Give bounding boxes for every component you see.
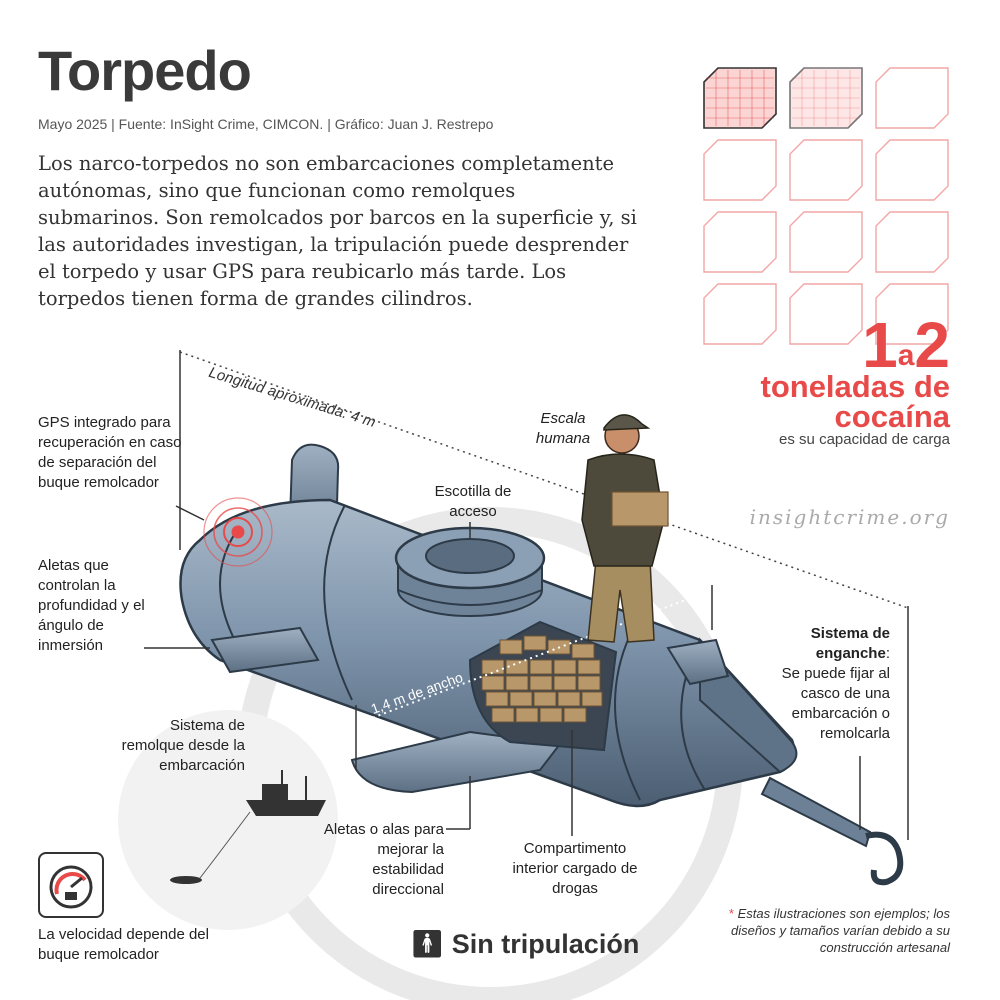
human-bricks bbox=[611, 491, 669, 527]
hatch-label: Escotilla de acceso bbox=[434, 483, 512, 520]
no-crew-text: Sin tripulación bbox=[451, 929, 640, 959]
page-title: Torpedo bbox=[38, 39, 252, 102]
intro-paragraph: Los narco-torpedos no son embarcaciones … bbox=[38, 152, 637, 310]
capacity-cube bbox=[789, 211, 863, 273]
capacity-cube bbox=[703, 211, 777, 273]
length-line bbox=[179, 351, 909, 609]
capacity-from: 1 bbox=[862, 309, 898, 381]
wings-label: Aletas o alas para mejorar la estabilida… bbox=[323, 821, 444, 898]
human-legs bbox=[587, 559, 655, 643]
scale-label: Escala humana bbox=[535, 410, 591, 447]
footnote-star: * bbox=[728, 906, 734, 921]
hitch-label: Sistema de enganche: Se puede fijar al c… bbox=[781, 625, 890, 742]
cargo-bricks bbox=[481, 635, 603, 723]
capacity-cube bbox=[875, 283, 949, 345]
capacity-a: a bbox=[897, 339, 915, 372]
tow-label: Sistema de remolque desde la embarcación bbox=[121, 717, 245, 774]
source-line: Mayo 2025 | Fuente: InSight Crime, CIMCO… bbox=[38, 116, 494, 132]
tow-rod bbox=[760, 776, 872, 848]
footnote: * Estas ilustraciones son ejemplos; los … bbox=[690, 905, 950, 956]
capacity-cube bbox=[703, 283, 777, 345]
compartment-label: Compartimento interior cargado de drogas bbox=[512, 840, 638, 897]
capacity-cube bbox=[703, 139, 777, 201]
inset-circle bbox=[118, 710, 338, 930]
capacity-cube-grid bbox=[703, 67, 949, 345]
speedometer-icon bbox=[38, 852, 104, 918]
footnote-text: Estas ilustraciones son ejemplos; los di… bbox=[731, 906, 950, 955]
person-icon: 🚹︎ bbox=[410, 929, 445, 959]
capacity-cube bbox=[789, 139, 863, 201]
right-fin bbox=[666, 638, 730, 686]
hatch-opening bbox=[425, 538, 515, 574]
hull-ring-1 bbox=[219, 525, 241, 651]
speed-label: La velocidad depende del buque remolcado… bbox=[38, 926, 209, 963]
capacity-cube bbox=[789, 67, 863, 129]
fins-label: Aletas que controlan la profundidad y el… bbox=[38, 557, 145, 654]
hull-ring-2 bbox=[323, 504, 353, 701]
capacity-cube bbox=[875, 211, 949, 273]
hitch-body: Se puede fijar al casco de una embarcaci… bbox=[781, 665, 890, 742]
capacity-desc: es su capacidad de carga bbox=[779, 431, 950, 448]
no-crew-label: 🚹︎ Sin tripulación bbox=[410, 928, 639, 960]
leader-gps bbox=[175, 505, 205, 521]
gps-signal-icon bbox=[203, 497, 273, 567]
capacity-cube bbox=[875, 139, 949, 201]
capacity-range: 1a2 bbox=[862, 310, 950, 391]
capacity-to: 2 bbox=[914, 309, 950, 381]
watermark: insightcrime.org bbox=[749, 505, 950, 529]
capacity-cube bbox=[789, 283, 863, 345]
capacity-unit: toneladas de cocaína bbox=[760, 369, 951, 434]
hitch-hook bbox=[865, 831, 904, 886]
gps-label: GPS integrado para recuperación en caso … bbox=[38, 414, 182, 491]
side-fin bbox=[210, 626, 320, 674]
tow-boat bbox=[170, 770, 326, 884]
human-cap bbox=[603, 414, 651, 431]
capacity-cube bbox=[875, 67, 949, 129]
human-scale-figure bbox=[581, 414, 669, 643]
capacity-cube bbox=[703, 67, 777, 129]
hitch-title: Sistema de enganche bbox=[810, 625, 890, 662]
